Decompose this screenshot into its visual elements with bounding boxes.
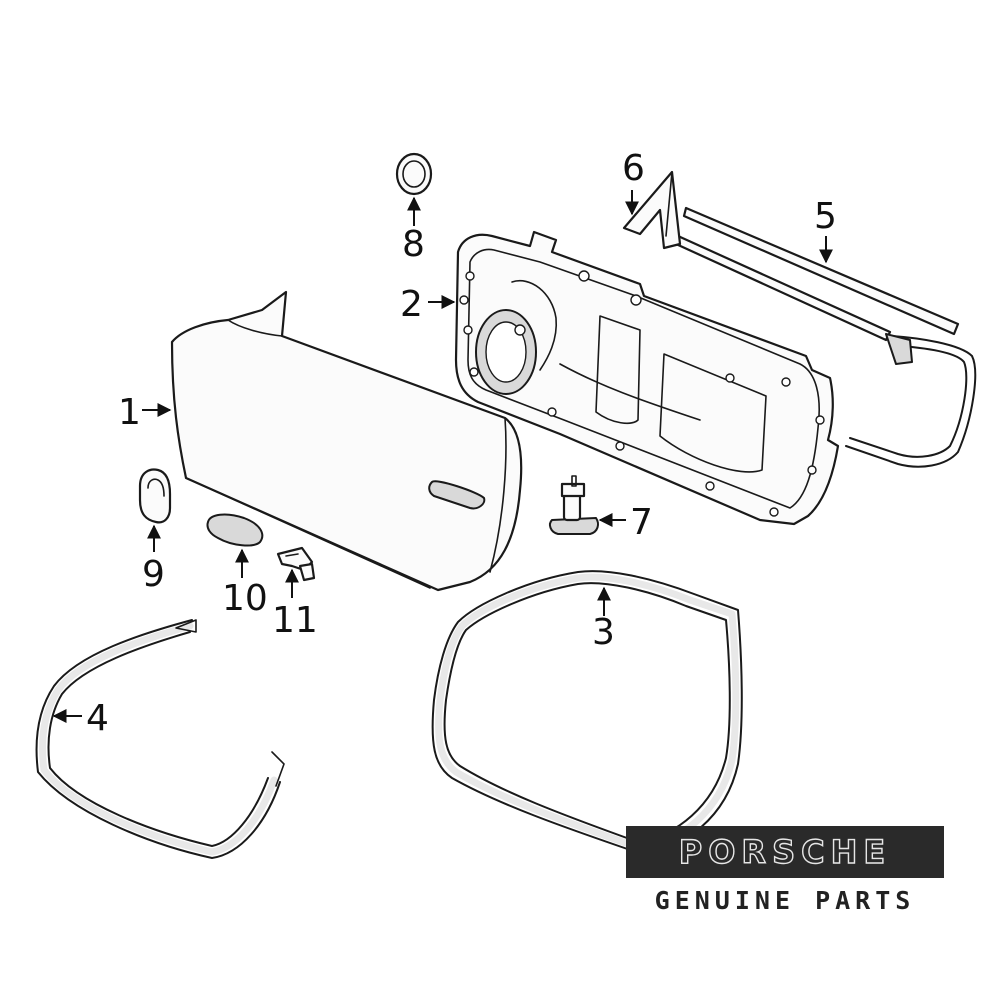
callout-9: 9 <box>142 554 165 595</box>
leader-lines <box>52 190 833 723</box>
callout-5: 5 <box>814 196 837 237</box>
clip-part[interactable] <box>276 546 316 582</box>
callout-2: 2 <box>400 284 423 325</box>
door-seal-part[interactable] <box>431 570 743 855</box>
inner-door-panel-part[interactable] <box>454 230 840 526</box>
callout-7: 7 <box>630 502 653 543</box>
brand-logo-bar: PORSCHE <box>626 826 944 878</box>
porsche-genuine-parts-logo: PORSCHE GENUINE PARTS <box>626 826 944 915</box>
oval-plug-part[interactable] <box>138 468 172 524</box>
callout-1: 1 <box>118 392 141 433</box>
door-lock-pin-part[interactable] <box>549 475 599 535</box>
door-shell-part[interactable] <box>170 290 523 592</box>
callout-11: 11 <box>272 600 318 641</box>
mirror-triangle-part[interactable] <box>622 170 682 250</box>
lower-seal-part[interactable] <box>35 619 285 859</box>
round-plug-part[interactable] <box>395 152 433 196</box>
callout-8: 8 <box>402 224 425 265</box>
callout-6: 6 <box>622 148 645 189</box>
oval-pad-part[interactable] <box>206 513 264 547</box>
callout-3: 3 <box>592 612 615 653</box>
brand-wordmark: PORSCHE <box>678 832 892 871</box>
logo-tagline: GENUINE PARTS <box>654 886 916 915</box>
callout-4: 4 <box>86 698 109 739</box>
callout-10: 10 <box>222 578 268 619</box>
